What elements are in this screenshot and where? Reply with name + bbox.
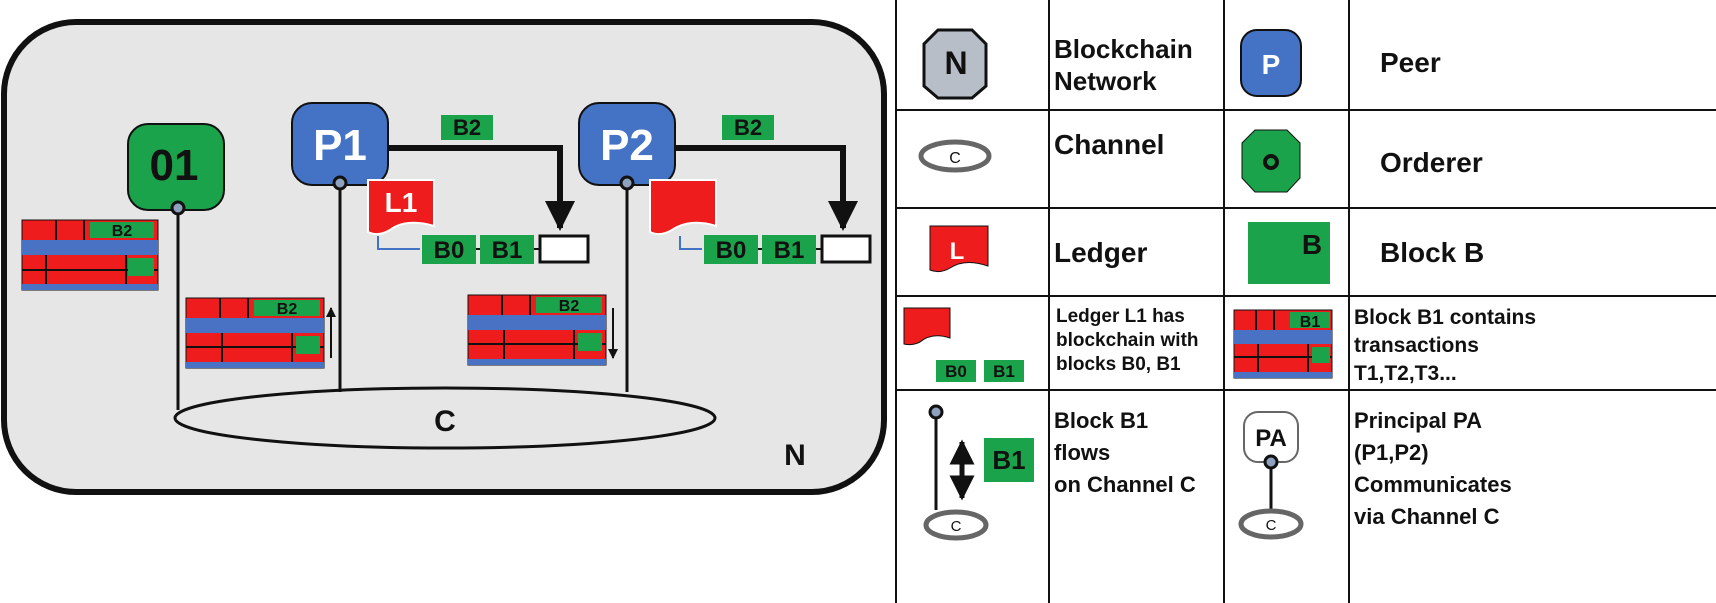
peer2-flow-block: B2	[467, 294, 607, 366]
legend-block-transactions-text: Block B1 contains transactions T1,T2,T3.…	[1354, 306, 1542, 385]
channel-icon: C	[918, 139, 992, 173]
network-diagram: N C 01 B2 P1	[1, 19, 887, 495]
peer1-chain-connector	[377, 236, 420, 250]
legend-peer-text: Peer	[1380, 47, 1441, 78]
ledger-chain-icon: B0 B1	[903, 307, 1024, 382]
peer1-node: P1	[291, 102, 389, 191]
orderer-channel-port	[170, 200, 186, 216]
peer2-chain-empty-slot	[820, 234, 872, 264]
orderer-block-label: B2	[112, 223, 133, 240]
legend-ledger-text: Ledger	[1054, 237, 1147, 268]
peer2-channel-port	[619, 175, 635, 191]
principal-icon: PA C	[1238, 411, 1304, 540]
svg-text:C: C	[1266, 517, 1277, 534]
peer2-ledger	[649, 179, 717, 236]
network-node-icon: N	[922, 28, 988, 100]
peer1-chain-block-b1	[480, 235, 534, 264]
peer2-chain: B0 B1	[704, 234, 872, 264]
svg-text:B1: B1	[993, 362, 1015, 381]
legend-ledger-chain-text: Ledger L1 has blockchain with blocks B0,…	[1056, 306, 1204, 375]
svg-text:L: L	[950, 238, 965, 265]
legend-table: N Blockchain Network P Peer C Channel Or…	[895, 0, 1716, 603]
legend-network-text: Blockchain Network	[1054, 34, 1200, 96]
svg-text:B1: B1	[992, 445, 1025, 475]
peer2-chain-connector	[679, 236, 702, 250]
legend-principal-text: Principal PA (P1,P2) Communicates via Ch…	[1354, 408, 1518, 529]
peer1-label: P1	[313, 121, 367, 170]
peer2-chain-block-b1	[762, 235, 816, 264]
peer1-chain-block-b0-label: B0	[434, 237, 465, 264]
peer2-flow-block-label: B2	[559, 298, 580, 315]
peer2-chain-block-b0	[704, 235, 758, 264]
peer2-commit-arrow	[675, 145, 858, 231]
peer-icon: P	[1240, 29, 1302, 97]
peer2-incoming-block	[722, 115, 774, 140]
block-icon: B	[1248, 222, 1330, 284]
peer2-node: P2	[578, 102, 676, 191]
peer1-chain: B0 B1	[422, 234, 590, 264]
orderer-icon	[1241, 129, 1301, 193]
peer1-ledger: L1	[367, 179, 435, 236]
svg-text:B0: B0	[945, 362, 967, 381]
orderer-block: B2	[21, 219, 159, 291]
peer2-chain-block-b1-label: B1	[774, 237, 805, 264]
peer1-incoming-block	[441, 115, 493, 140]
peer1-flow-block-label: B2	[277, 301, 298, 318]
legend-orderer-text: Orderer	[1380, 147, 1483, 178]
block-transactions-icon: B1	[1233, 309, 1333, 379]
peer2-chain-block-b0-label: B0	[716, 237, 747, 264]
orderer-node: 01	[127, 123, 225, 216]
svg-text:N: N	[944, 45, 967, 81]
peer1-channel-port	[332, 175, 348, 191]
peer2-label: P2	[600, 121, 654, 170]
svg-text:C: C	[949, 150, 961, 167]
legend-channel-text: Channel	[1054, 129, 1164, 160]
ledger-icon: L	[929, 225, 989, 273]
peer1-chain-block-b1-label: B1	[492, 237, 523, 264]
orderer-label: 01	[150, 141, 199, 190]
legend-block-flow-text: Block B1 flows on Channel C	[1054, 408, 1196, 497]
channel-ellipse	[173, 386, 717, 450]
peer1-incoming-block-label: B2	[453, 115, 481, 140]
peer1-ledger-label: L1	[385, 187, 418, 218]
peer1-chain-block-b0	[422, 235, 476, 264]
channel-label: C	[434, 405, 456, 438]
legend-grid	[895, 0, 1716, 603]
peer2-incoming-block-label: B2	[734, 115, 762, 140]
svg-text:PA: PA	[1255, 425, 1287, 452]
peer1-commit-arrow	[388, 145, 575, 231]
svg-text:C: C	[951, 518, 962, 535]
svg-text:P: P	[1262, 49, 1281, 80]
legend-block-text: Block B	[1380, 237, 1484, 268]
peer1-flow-block: B2	[185, 297, 325, 369]
network-label: N	[784, 439, 806, 472]
svg-text:B: B	[1302, 229, 1322, 260]
peer1-chain-empty-slot	[538, 234, 590, 264]
svg-text:B1: B1	[1300, 314, 1321, 331]
block-flow-icon: C B1	[923, 404, 1034, 541]
